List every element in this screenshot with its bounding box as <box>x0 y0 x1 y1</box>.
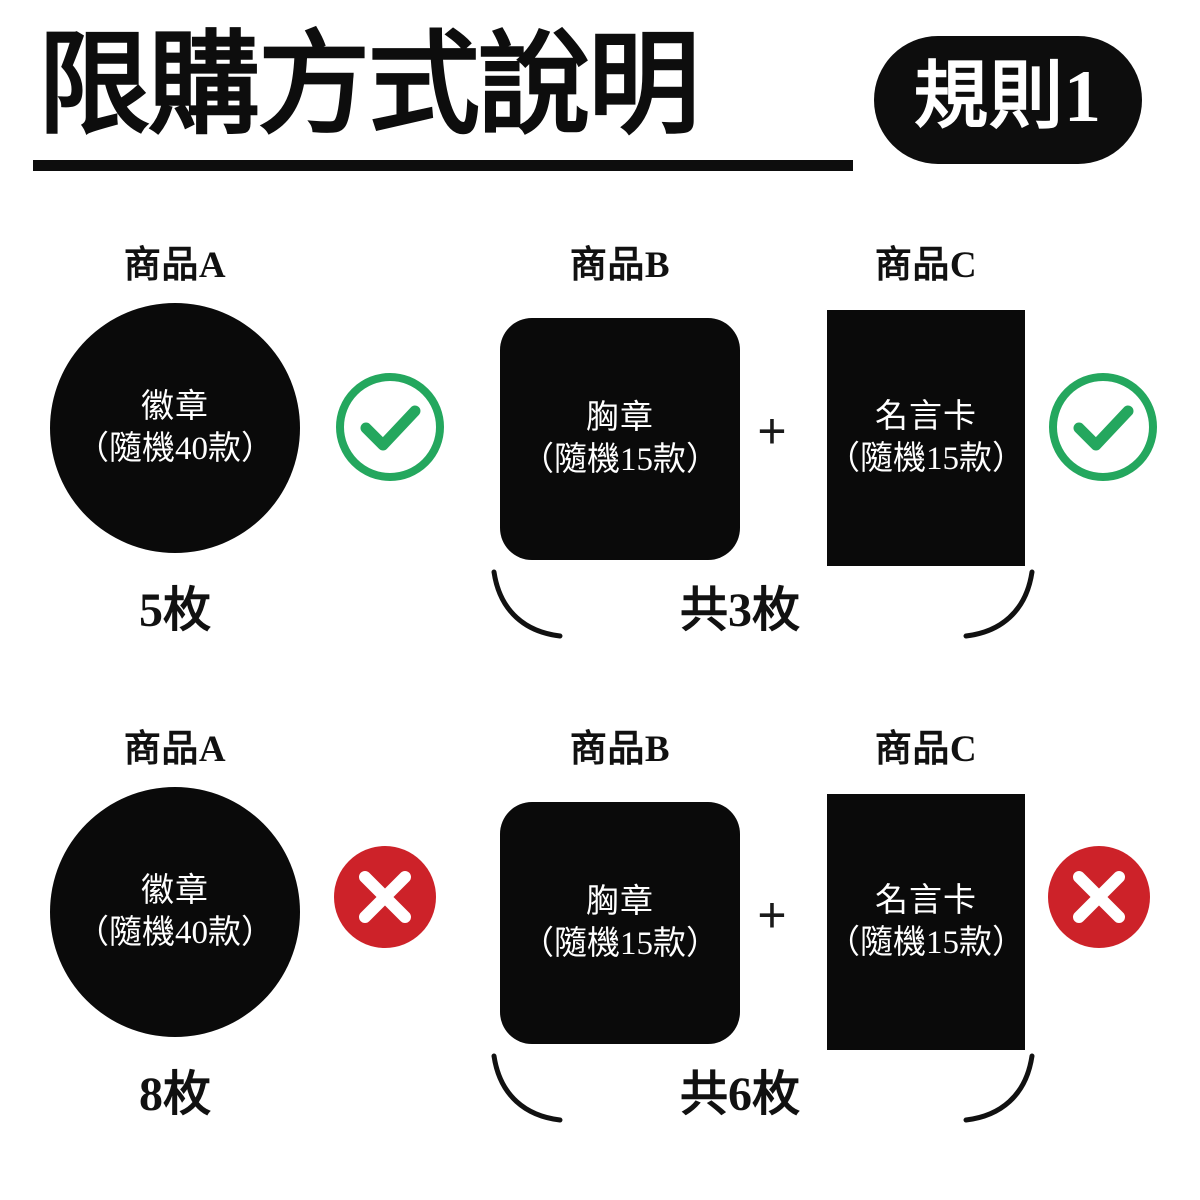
product-a-label: 商品A <box>123 245 227 286</box>
product-a-count: 8枚 <box>138 1068 211 1121</box>
rule-row-allowed: 商品A 徽章 （隨機40款） 5枚 商品B 胸章 （隨機15款） + 商品C 名… <box>0 228 1200 648</box>
status-check-right <box>1046 370 1160 489</box>
title-underline <box>33 160 853 171</box>
product-c-shape-rectangle: 名言卡 （隨機15款） <box>827 310 1025 566</box>
product-a-variants: （隨機40款） <box>76 915 274 951</box>
product-b-name: 胸章 <box>586 400 654 436</box>
group-count: 共3枚 <box>679 584 800 637</box>
product-c-variants: （隨機15款） <box>827 925 1025 961</box>
product-c-label: 商品C <box>874 245 978 286</box>
group-count: 共6枚 <box>679 1068 800 1121</box>
product-b-label: 商品B <box>569 245 671 286</box>
plus-icon: + <box>757 887 787 943</box>
product-a-shape-circle: 徽章 （隨機40款） <box>50 303 300 553</box>
product-c-variants: （隨機15款） <box>827 441 1025 477</box>
plus-icon: + <box>757 403 787 459</box>
product-a-variants: （隨機40款） <box>76 431 274 467</box>
product-b-shape-rounded-square: 胸章 （隨機15款） <box>500 802 740 1044</box>
rule-badge: 規則1 <box>874 36 1142 164</box>
page-title: 限購方式說明 <box>38 24 700 148</box>
product-a-label: 商品A <box>123 729 227 770</box>
status-check-left <box>333 370 447 489</box>
product-a-shape-circle: 徽章 （隨機40款） <box>50 787 300 1037</box>
product-c-shape-rectangle: 名言卡 （隨機15款） <box>827 794 1025 1050</box>
product-b-variants: （隨機15款） <box>521 926 719 962</box>
product-c-name: 名言卡 <box>875 883 977 919</box>
product-b-label: 商品B <box>569 729 671 770</box>
rule-badge-label: 規則1 <box>914 56 1102 138</box>
product-c-label: 商品C <box>874 729 978 770</box>
rule-row-not-allowed: 商品A 徽章 （隨機40款） 8枚 商品B 胸章 （隨機15款） + 商品C 名… <box>0 712 1200 1132</box>
product-b-variants: （隨機15款） <box>521 442 719 478</box>
status-cross-right <box>1046 844 1152 955</box>
product-b-name: 胸章 <box>586 884 654 920</box>
header: 限購方式說明 規則1 <box>0 0 1200 200</box>
product-a-count: 5枚 <box>138 584 211 637</box>
status-cross-left <box>332 844 438 955</box>
product-a-name: 徽章 <box>141 389 209 425</box>
product-a-name: 徽章 <box>141 873 209 909</box>
product-c-name: 名言卡 <box>875 399 977 435</box>
product-b-shape-rounded-square: 胸章 （隨機15款） <box>500 318 740 560</box>
